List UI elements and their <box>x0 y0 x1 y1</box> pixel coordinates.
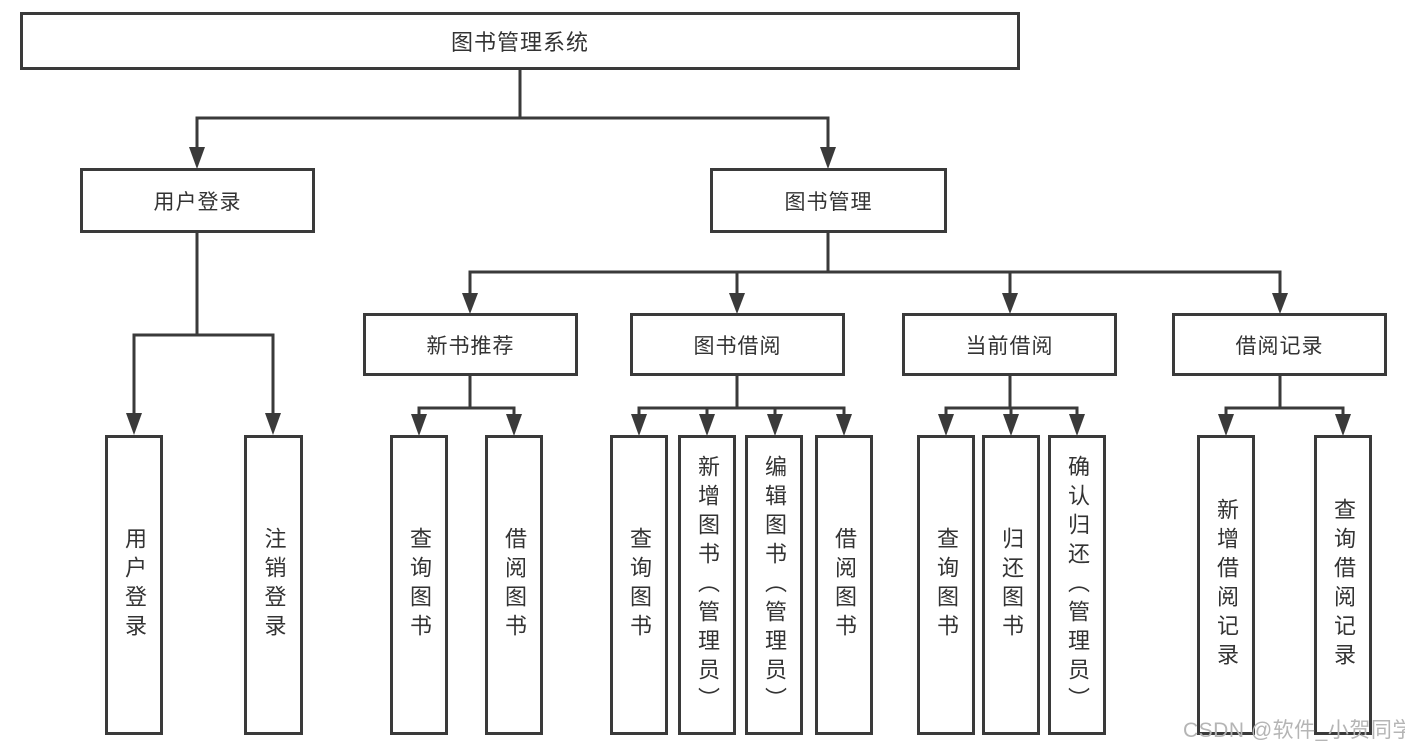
node-book-management-label: 图书管理 <box>784 190 873 214</box>
leaf-confirm-return-admin-label: 确认归还（管理员） <box>1065 454 1090 716</box>
node-new-book-recommend: 新书推荐 <box>363 313 578 376</box>
leaf-edit-books-admin-label: 编辑图书（管理员） <box>762 454 787 716</box>
leaf-recommend-borrow-books: 借阅图书 <box>485 435 543 735</box>
node-user-login-group-label: 用户登录 <box>153 190 242 214</box>
leaf-add-books-admin: 新增图书（管理员） <box>678 435 736 735</box>
leaf-recommend-borrow-books-label: 借阅图书 <box>502 527 527 643</box>
leaf-current-query-books-label: 查询图书 <box>934 527 959 643</box>
node-library-management-system-label: 图书管理系统 <box>450 30 589 55</box>
leaf-current-query-books: 查询图书 <box>917 435 975 735</box>
leaf-recommend-query-books-label: 查询图书 <box>407 527 432 643</box>
leaf-borrowing-query-books-label: 查询图书 <box>627 527 652 643</box>
leaf-logout: 注销登录 <box>244 435 303 735</box>
leaf-borrowing-borrow-books-label: 借阅图书 <box>832 527 857 643</box>
node-book-borrowing: 图书借阅 <box>630 313 845 376</box>
node-library-management-system: 图书管理系统 <box>20 12 1020 70</box>
node-borrowing-records-label: 借阅记录 <box>1235 334 1324 358</box>
leaf-edit-books-admin: 编辑图书（管理员） <box>745 435 803 735</box>
leaf-query-borrow-record-label: 查询借阅记录 <box>1331 498 1356 672</box>
leaf-add-books-admin-label: 新增图书（管理员） <box>695 454 720 716</box>
node-new-book-recommend-label: 新书推荐 <box>426 334 515 358</box>
csdn-watermark: CSDN @软件_小贺同学 <box>1183 719 1405 742</box>
node-book-management: 图书管理 <box>710 168 947 233</box>
node-book-borrowing-label: 图书借阅 <box>693 334 782 358</box>
leaf-logout-label: 注销登录 <box>261 527 287 643</box>
leaf-add-borrow-record: 新增借阅记录 <box>1197 435 1255 735</box>
leaf-return-books: 归还图书 <box>982 435 1040 735</box>
leaf-query-borrow-record: 查询借阅记录 <box>1314 435 1372 735</box>
leaf-return-books-label: 归还图书 <box>999 527 1024 643</box>
leaf-user-login: 用户登录 <box>105 435 163 735</box>
leaf-borrowing-query-books: 查询图书 <box>610 435 668 735</box>
leaf-user-login-label: 用户登录 <box>122 527 147 643</box>
leaf-add-borrow-record-label: 新增借阅记录 <box>1214 498 1239 672</box>
leaf-borrowing-borrow-books: 借阅图书 <box>815 435 873 735</box>
node-current-borrowing: 当前借阅 <box>902 313 1117 376</box>
node-current-borrowing-label: 当前借阅 <box>965 334 1054 358</box>
leaf-recommend-query-books: 查询图书 <box>390 435 448 735</box>
node-user-login-group: 用户登录 <box>80 168 315 233</box>
leaf-confirm-return-admin: 确认归还（管理员） <box>1048 435 1106 735</box>
node-borrowing-records: 借阅记录 <box>1172 313 1387 376</box>
